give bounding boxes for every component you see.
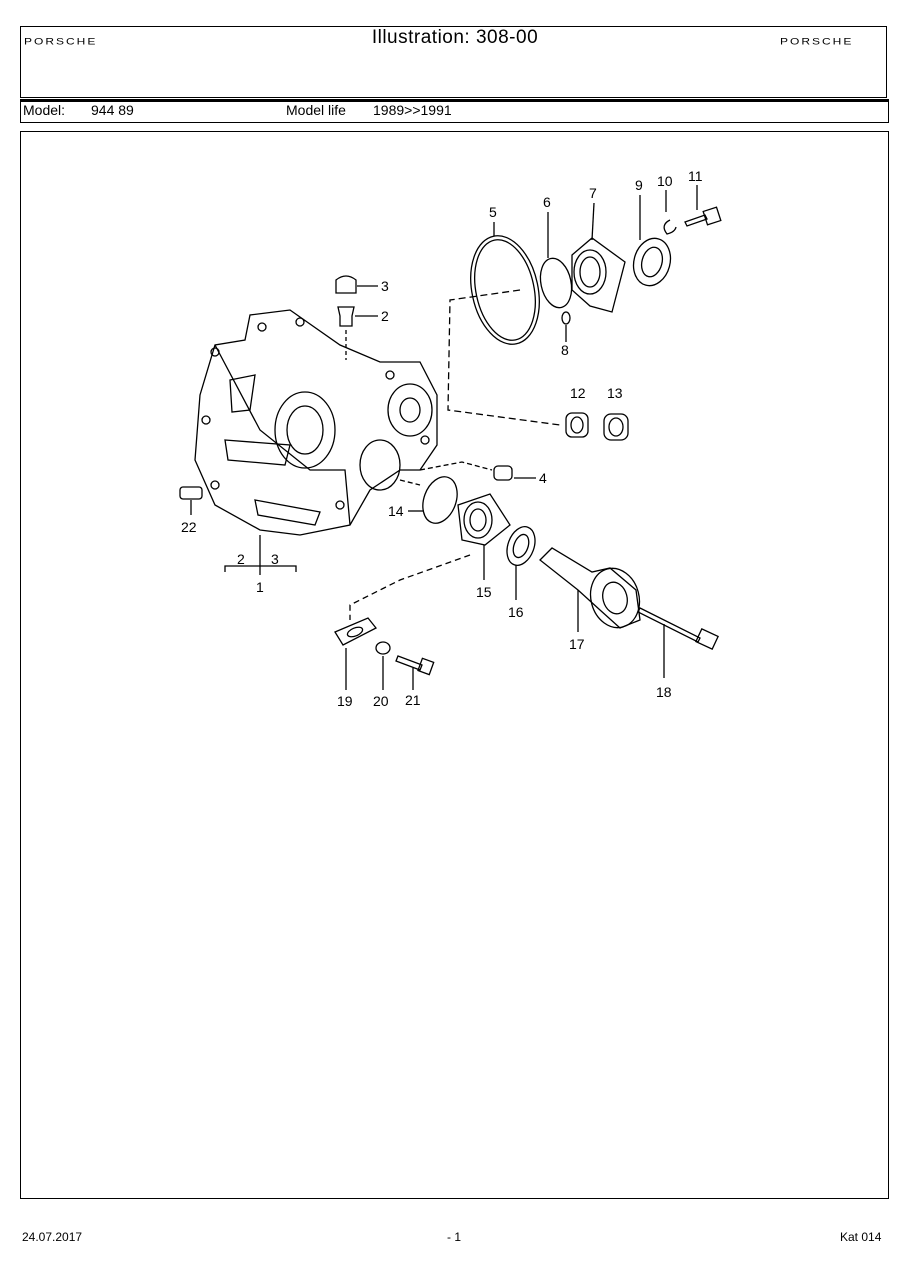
page-title: Illustration: 308-00	[371, 27, 539, 48]
header-rule	[20, 99, 889, 102]
part-16-roller-bearing	[506, 526, 536, 566]
part-19-plate	[334, 617, 378, 646]
callout-3: 3	[381, 278, 389, 294]
footer-date: 24.07.2017	[22, 1230, 83, 1244]
part-17-drive-flange	[539, 547, 641, 629]
porsche-logo-left: PORSCHE	[24, 36, 98, 47]
callout-9: 9	[635, 177, 643, 193]
callout-20: 20	[373, 693, 389, 709]
callout-8: 8	[561, 342, 569, 358]
part-6-ring	[539, 257, 573, 309]
diagram-box	[20, 131, 889, 1199]
part-2-plug	[337, 306, 355, 327]
model-value: 944 89	[91, 102, 134, 118]
callout-4: 4	[539, 470, 547, 486]
callout-12: 12	[570, 385, 586, 401]
model-label: Model:	[23, 102, 66, 118]
callout-11: 11	[688, 168, 703, 184]
part-18-bolt	[637, 607, 701, 643]
footer-page-number: - 1	[447, 1230, 462, 1244]
part-3-cap	[335, 275, 357, 294]
part-9-shaft-seal	[632, 237, 672, 287]
callout-14: 14	[388, 503, 404, 519]
part-8-oring	[561, 311, 571, 325]
callout-2: 2	[381, 308, 389, 324]
header-box	[20, 26, 887, 98]
part-15-bearing-carrier	[457, 493, 511, 546]
part-10-circlip	[663, 219, 677, 235]
callout-1: 1	[256, 579, 264, 595]
part-22-pin	[179, 486, 203, 500]
callout-17: 17	[569, 636, 585, 652]
callout-labels: 1 2 3 4 5 6 7 8 9 10 11 12 13 14 15 16 1…	[181, 168, 703, 709]
part-5-seal-ring	[470, 235, 540, 345]
part-20-washer	[375, 641, 391, 655]
model-life-label: Model life	[286, 102, 346, 118]
callout-5: 5	[489, 204, 497, 220]
callout-21: 21	[405, 692, 421, 708]
callout-22: 22	[181, 519, 197, 535]
part-14-oring	[422, 476, 458, 524]
footer-catalog: Kat 014	[840, 1230, 882, 1244]
callout-13: 13	[607, 385, 623, 401]
callout-15: 15	[476, 584, 492, 600]
group-label-2: 2	[237, 551, 245, 567]
group-label-3: 3	[271, 551, 279, 567]
part-4-breather	[493, 465, 513, 481]
callout-10: 10	[657, 173, 673, 189]
callout-6: 6	[543, 194, 551, 210]
model-row: Model: 944 89 Model life 1989>>1991	[20, 102, 889, 123]
model-life-value: 1989>>1991	[373, 102, 452, 118]
part-11-bolt	[684, 214, 708, 227]
callout-18: 18	[656, 684, 672, 700]
callout-7: 7	[589, 185, 597, 201]
part-13-bearing	[603, 413, 629, 441]
part-12-bushing	[565, 412, 589, 438]
housing-outline	[194, 309, 438, 536]
part-21-bolt	[395, 655, 423, 671]
callout-19: 19	[337, 693, 353, 709]
callout-16: 16	[508, 604, 524, 620]
porsche-logo-right: PORSCHE	[780, 36, 854, 47]
